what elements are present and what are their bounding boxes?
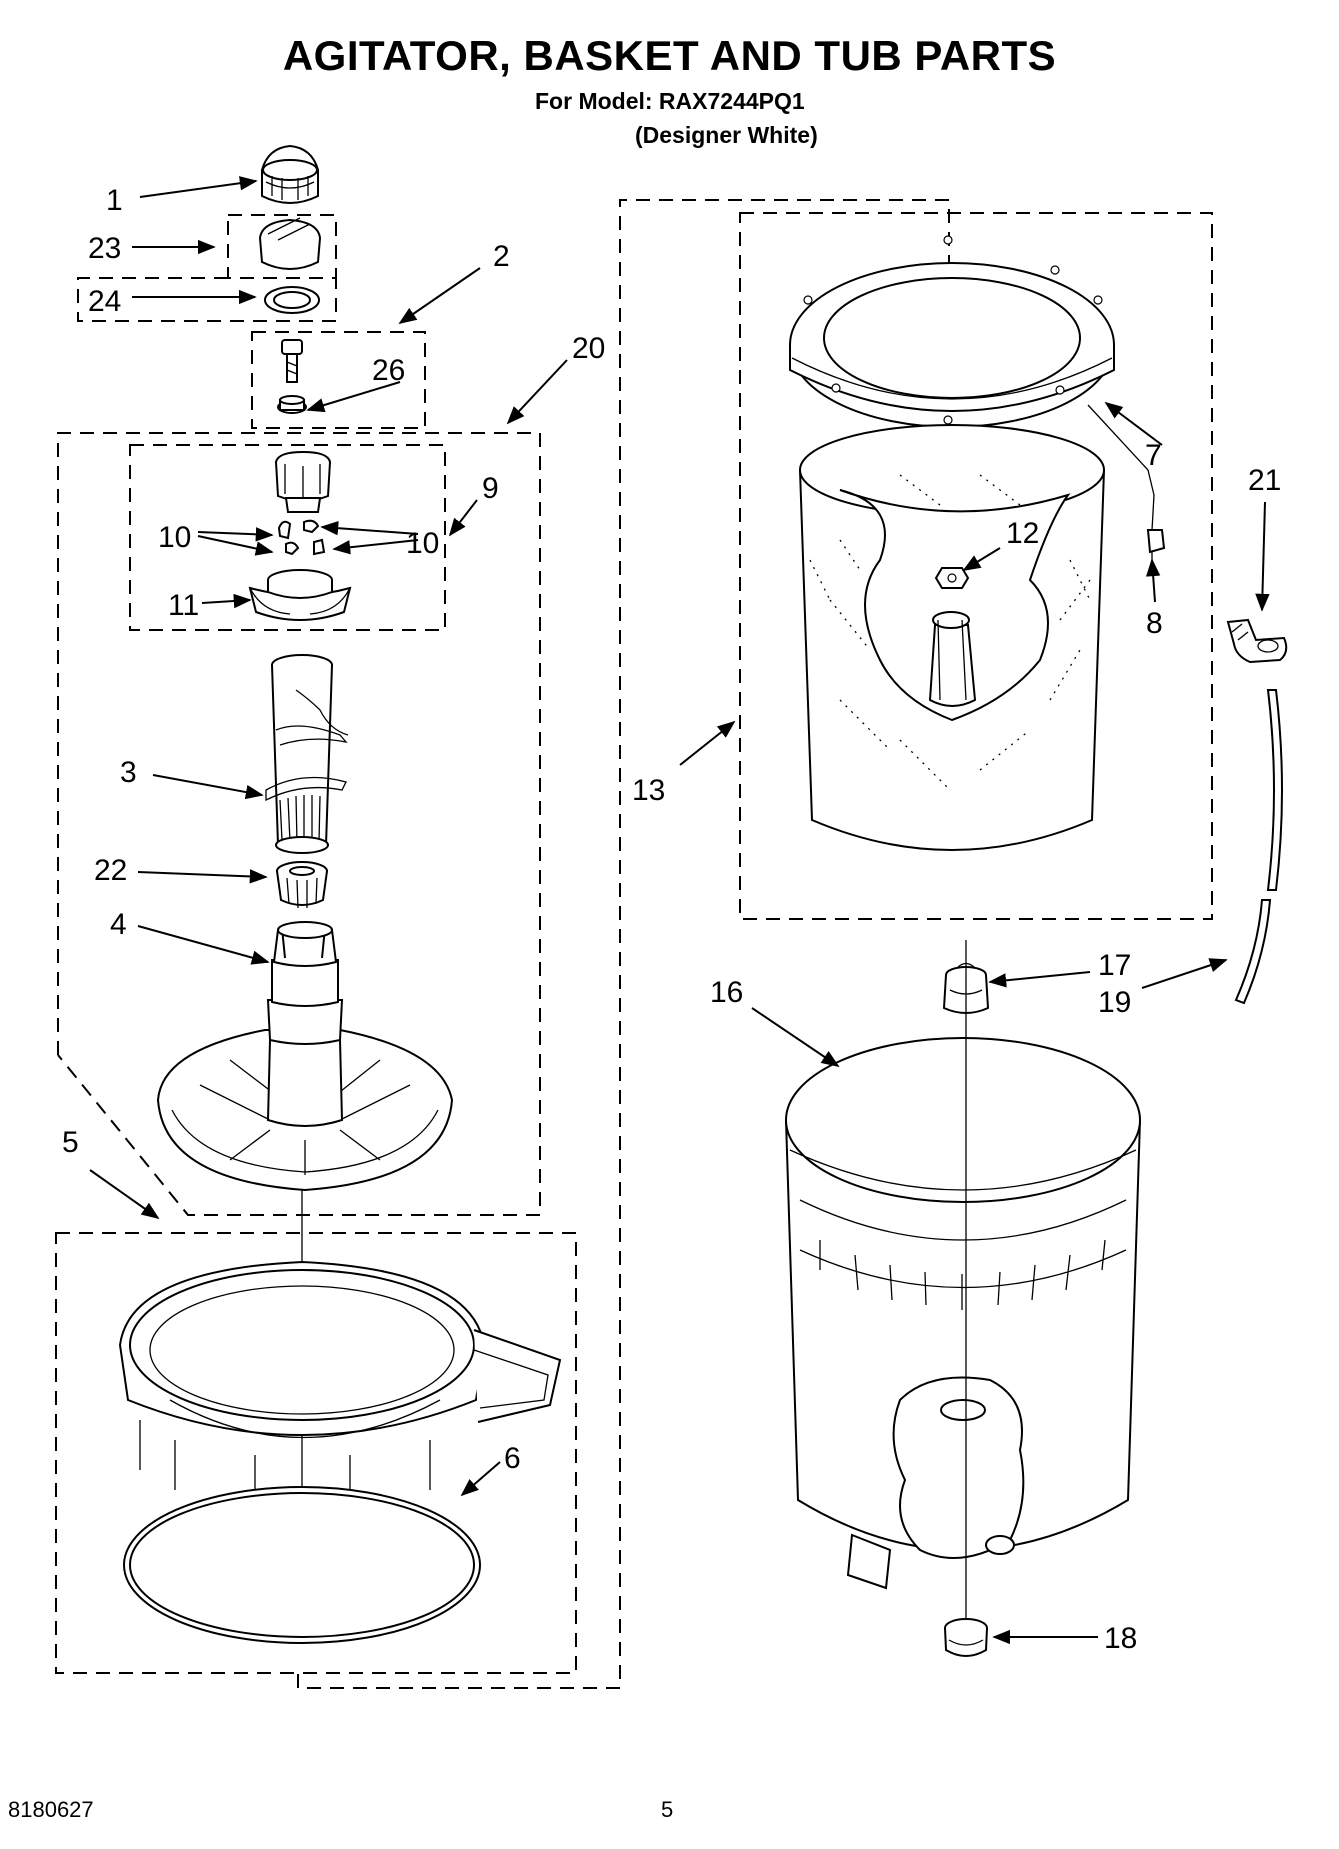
page-title: AGITATOR, BASKET AND TUB PARTS xyxy=(282,32,1057,79)
callout-16: 16 xyxy=(710,976,743,1009)
callout-18: 18 xyxy=(1104,1622,1137,1655)
callout-7: 7 xyxy=(1145,439,1162,472)
callout-5: 5 xyxy=(62,1126,79,1159)
group-connector-13 xyxy=(297,199,950,1689)
callout-12: 12 xyxy=(1006,517,1039,550)
group-box-5 xyxy=(55,1232,577,1674)
part-8-clip xyxy=(1146,529,1166,562)
group-box-24 xyxy=(77,277,337,322)
page-number: 5 xyxy=(661,1797,674,1822)
part-26-bolt xyxy=(277,339,307,414)
callout-6: 6 xyxy=(504,1442,521,1475)
part-23-cap-insert xyxy=(258,217,322,270)
balance-ring-leader xyxy=(1087,404,1149,471)
part-13-spin-basket xyxy=(798,424,1106,851)
callout-3: 3 xyxy=(120,756,137,789)
part-16-outer-tub xyxy=(785,1037,1141,1590)
callout-arrows xyxy=(89,176,1270,1645)
group-box-23 xyxy=(227,214,337,279)
part-4-agitator-base xyxy=(156,921,454,1192)
group-box-20 xyxy=(57,432,541,1216)
part-19-hose xyxy=(1234,689,1283,1005)
part-9-dog-assembly xyxy=(274,450,332,513)
callout-11: 11 xyxy=(168,589,199,622)
callout-13: 13 xyxy=(632,774,665,807)
callout-23: 23 xyxy=(88,232,121,265)
model-line: For Model: RAX7244PQ1 xyxy=(535,88,805,114)
part-10-agitator-dogs xyxy=(277,519,326,556)
callout-9: 9 xyxy=(482,472,499,505)
callout-21: 21 xyxy=(1248,464,1281,497)
callout-26: 26 xyxy=(372,354,405,387)
document-number: 8180627 xyxy=(8,1797,94,1822)
callout-10-left: 10 xyxy=(158,521,191,554)
callout-8: 8 xyxy=(1146,607,1163,640)
callout-24: 24 xyxy=(88,285,121,318)
part-3-auger xyxy=(265,654,349,854)
callout-labels: 1 23 24 2 26 20 9 10 10 11 3 22 4 5 6 7 … xyxy=(62,184,1281,1655)
callout-22: 22 xyxy=(94,854,127,887)
group-boxes xyxy=(55,199,1213,1689)
group-box-26 xyxy=(251,331,426,429)
part-12-spanner-nut xyxy=(934,567,970,589)
part-22-bearing xyxy=(276,861,328,909)
callout-2: 2 xyxy=(493,240,510,273)
part-5-tub-ring xyxy=(118,1260,562,1505)
color-line: (Designer White) xyxy=(635,122,818,148)
callout-19: 19 xyxy=(1098,986,1131,1019)
callout-10-right: 10 xyxy=(406,527,439,560)
part-21-hose-clamp xyxy=(1226,618,1288,664)
callout-20: 20 xyxy=(572,332,605,365)
part-7-balance-ring xyxy=(789,235,1115,428)
part-24-seal-ring xyxy=(264,286,320,314)
callout-1: 1 xyxy=(106,184,123,217)
clip-leader xyxy=(1147,469,1155,531)
callout-4: 4 xyxy=(110,908,127,941)
part-18-drain-plug xyxy=(944,1618,988,1657)
group-box-13 xyxy=(739,212,1213,920)
part-11-cam-drive xyxy=(248,569,352,621)
basket-perforations xyxy=(809,474,1091,791)
group-box-9 xyxy=(129,444,446,631)
callout-17: 17 xyxy=(1098,949,1131,982)
part-1-agitator-cap xyxy=(261,144,319,204)
part-6-ring-seal xyxy=(123,1486,481,1644)
